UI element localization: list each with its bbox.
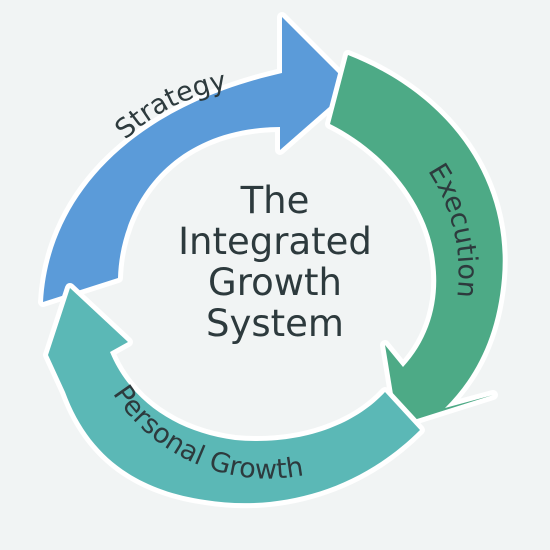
title-line-1: The (240, 179, 310, 222)
title-line-2: Integrated (178, 220, 372, 263)
arrow-personal-growth (43, 283, 425, 509)
arrow-strategy (38, 12, 357, 307)
center-title: The Integrated Growth System (125, 180, 425, 344)
title-line-3: Growth (208, 261, 342, 304)
arrow-execution (325, 50, 508, 430)
title-line-4: System (206, 302, 344, 345)
